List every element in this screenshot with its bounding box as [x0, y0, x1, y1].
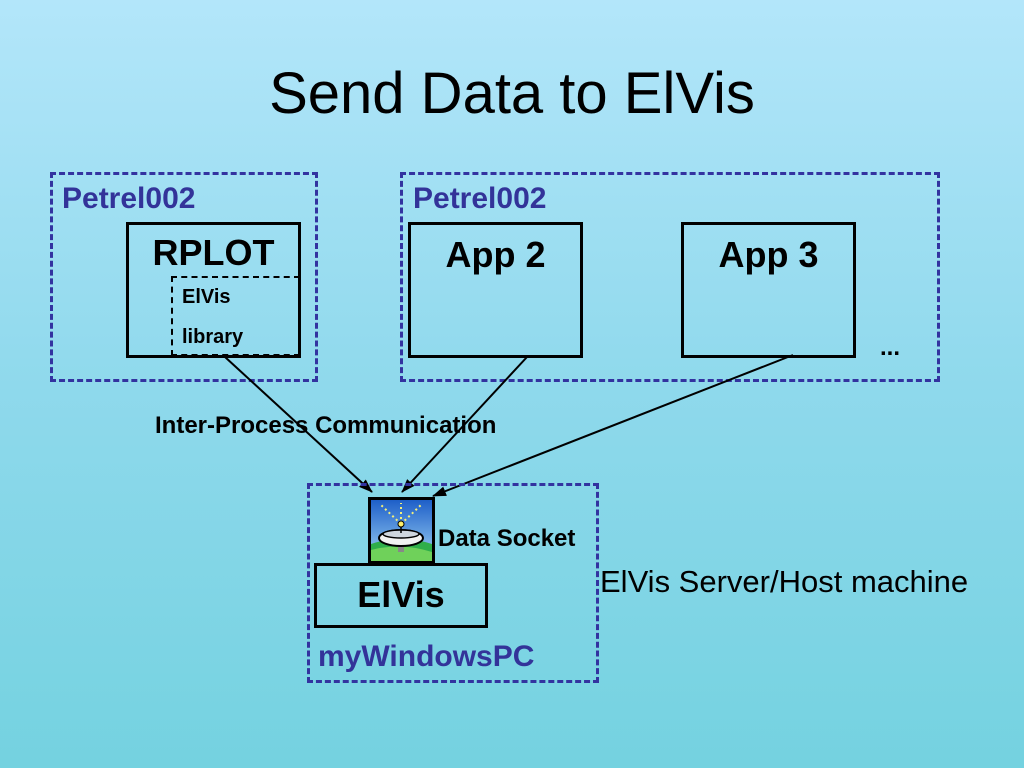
group-left-petrel — [50, 172, 318, 382]
page-title: Send Data to ElVis — [269, 61, 755, 126]
group-left-label: Petrel002 — [62, 182, 196, 215]
elvis-library-box — [171, 276, 300, 356]
app2-label: App 2 — [445, 234, 546, 275]
server-host-label: ElVis Server/Host machine — [600, 564, 969, 599]
satellite-dish-icon — [368, 497, 435, 564]
app2-box — [408, 222, 583, 358]
arrow-app3-to-datasocket — [432, 354, 794, 497]
elvis-library-line1: ElVis — [182, 286, 231, 308]
app3-box — [681, 222, 856, 358]
arrow-rplot-to-datasocket — [224, 356, 373, 493]
more-apps-ellipsis: ... — [880, 334, 901, 361]
group-right-label: Petrel002 — [413, 182, 547, 215]
elvis-library-line2: library — [182, 326, 244, 348]
arrow-app2-to-datasocket — [401, 356, 528, 493]
group-bottom-mywindowspc — [307, 483, 599, 683]
group-bottom-label: myWindowsPC — [318, 640, 535, 673]
rplot-label: RPLOT — [152, 232, 275, 273]
ipc-label: Inter-Process Communication — [155, 412, 497, 439]
elvis-label: ElVis — [357, 574, 445, 615]
group-right-petrel — [400, 172, 940, 382]
app3-label: App 3 — [718, 234, 819, 275]
elvis-box — [314, 563, 488, 628]
data-socket-label: Data Socket — [438, 525, 576, 552]
